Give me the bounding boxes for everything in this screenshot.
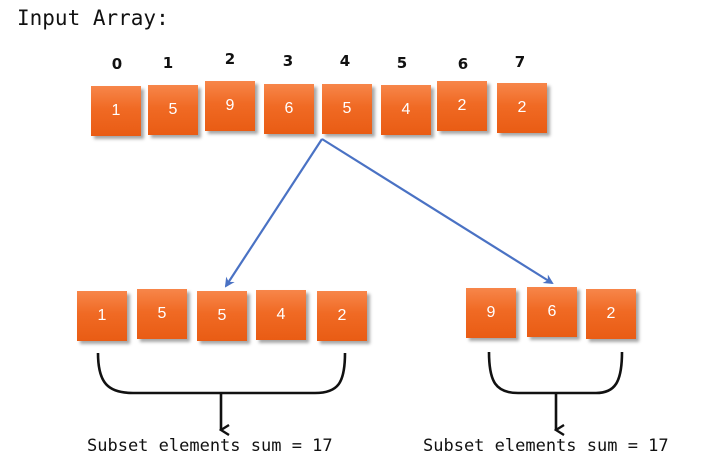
left-subset-cell: 5: [137, 289, 187, 339]
left-subset-cell: 4: [256, 290, 306, 340]
input-array-cell: 6: [264, 84, 314, 134]
diagram-title: Input Array:: [17, 6, 169, 30]
index-label: 3: [282, 52, 294, 70]
index-label: 5: [396, 54, 408, 72]
left-subset-caption: Subset elements sum = 17: [87, 436, 333, 456]
index-label: 4: [339, 52, 351, 70]
input-array-cell: 2: [497, 83, 547, 133]
input-array-cell: 5: [322, 84, 372, 134]
input-array-cell: 2: [437, 81, 487, 131]
left-subset-cell: 2: [317, 291, 367, 341]
input-array-cell: 1: [91, 86, 141, 136]
index-label: 2: [224, 50, 236, 68]
right-subset-cell: 9: [466, 288, 516, 338]
right-subset-brace: [487, 351, 624, 395]
left-subset-cell: 1: [77, 291, 127, 341]
index-label: 1: [162, 54, 174, 72]
left-subset-cell: 5: [197, 291, 247, 341]
left-subset-brace: [96, 352, 347, 395]
input-array-cell: 5: [148, 85, 198, 135]
right-subset-cell: 6: [527, 287, 577, 337]
input-array-cell: 9: [205, 81, 255, 131]
index-label: 7: [514, 53, 526, 71]
index-label: 0: [111, 55, 123, 73]
right-subset-cell: 2: [586, 289, 636, 339]
input-array-cell: 4: [381, 85, 431, 135]
split-arrow-right: [321, 138, 554, 285]
right-subset-caption: Subset elements sum = 17: [423, 436, 669, 456]
index-label: 6: [457, 55, 469, 73]
split-arrow-left: [224, 138, 323, 288]
